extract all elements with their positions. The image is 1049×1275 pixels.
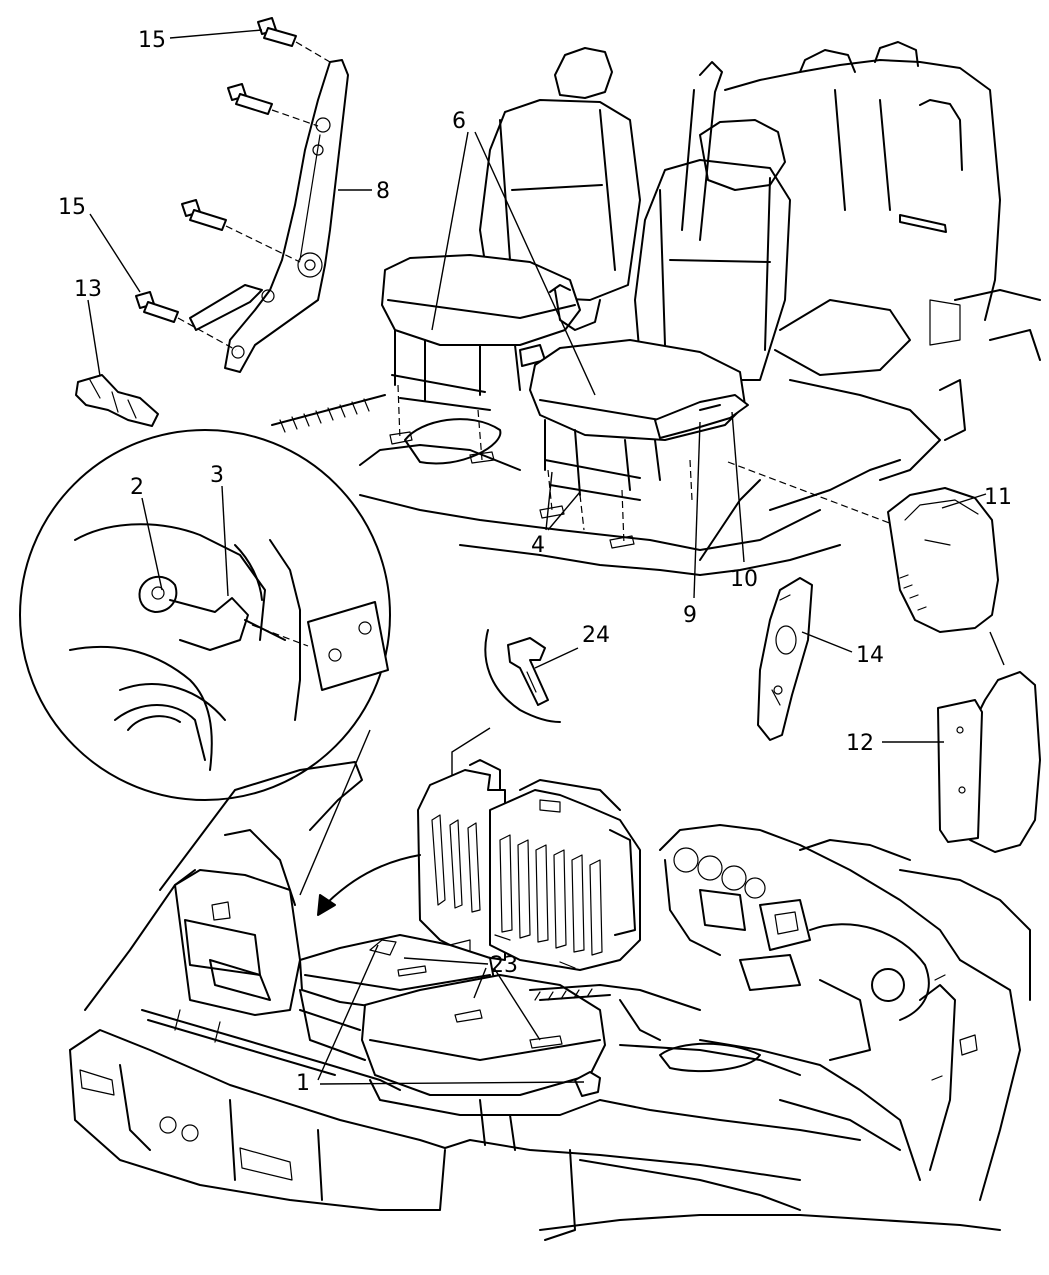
front-seats-illustration [271,41,1041,576]
leader-lines [87,29,987,1085]
seat-hinge-bracket [189,59,349,373]
airbag-module-lower [937,671,1041,853]
callout-8: 8 [376,179,390,204]
callout-6: 6 [452,109,466,134]
callout-10: 10 [730,567,758,592]
callout-15-top: 15 [138,28,166,53]
callout-23: 23 [490,953,518,978]
callout-11: 11 [984,485,1012,510]
bolt-bottom [135,291,237,351]
callout-24: 24 [582,623,610,648]
bolt-upper-middle [227,83,319,127]
callout-3: 3 [210,463,224,488]
callout-4: 4 [531,533,545,558]
callout-13: 13 [74,277,102,302]
bolt-top [257,17,331,63]
callout-12: 12 [846,731,874,756]
airbag-module-upper [887,487,999,633]
clip-retainer [75,374,159,427]
callout-14: 14 [856,643,884,668]
callout-1: 1 [296,1071,310,1096]
trim-panel [757,577,813,741]
handle-inset [451,629,561,775]
callout-15-lower: 15 [58,195,86,220]
fold-direction-arrow [324,854,421,906]
callout-9: 9 [683,603,697,628]
bolt-lower-middle [181,199,301,263]
cargo-area-illustration [69,729,1031,1241]
inset-pointer [451,727,491,775]
callout-2: 2 [130,475,144,500]
airbag-connector-line [989,631,1005,666]
detail-inset-circle [19,429,391,801]
